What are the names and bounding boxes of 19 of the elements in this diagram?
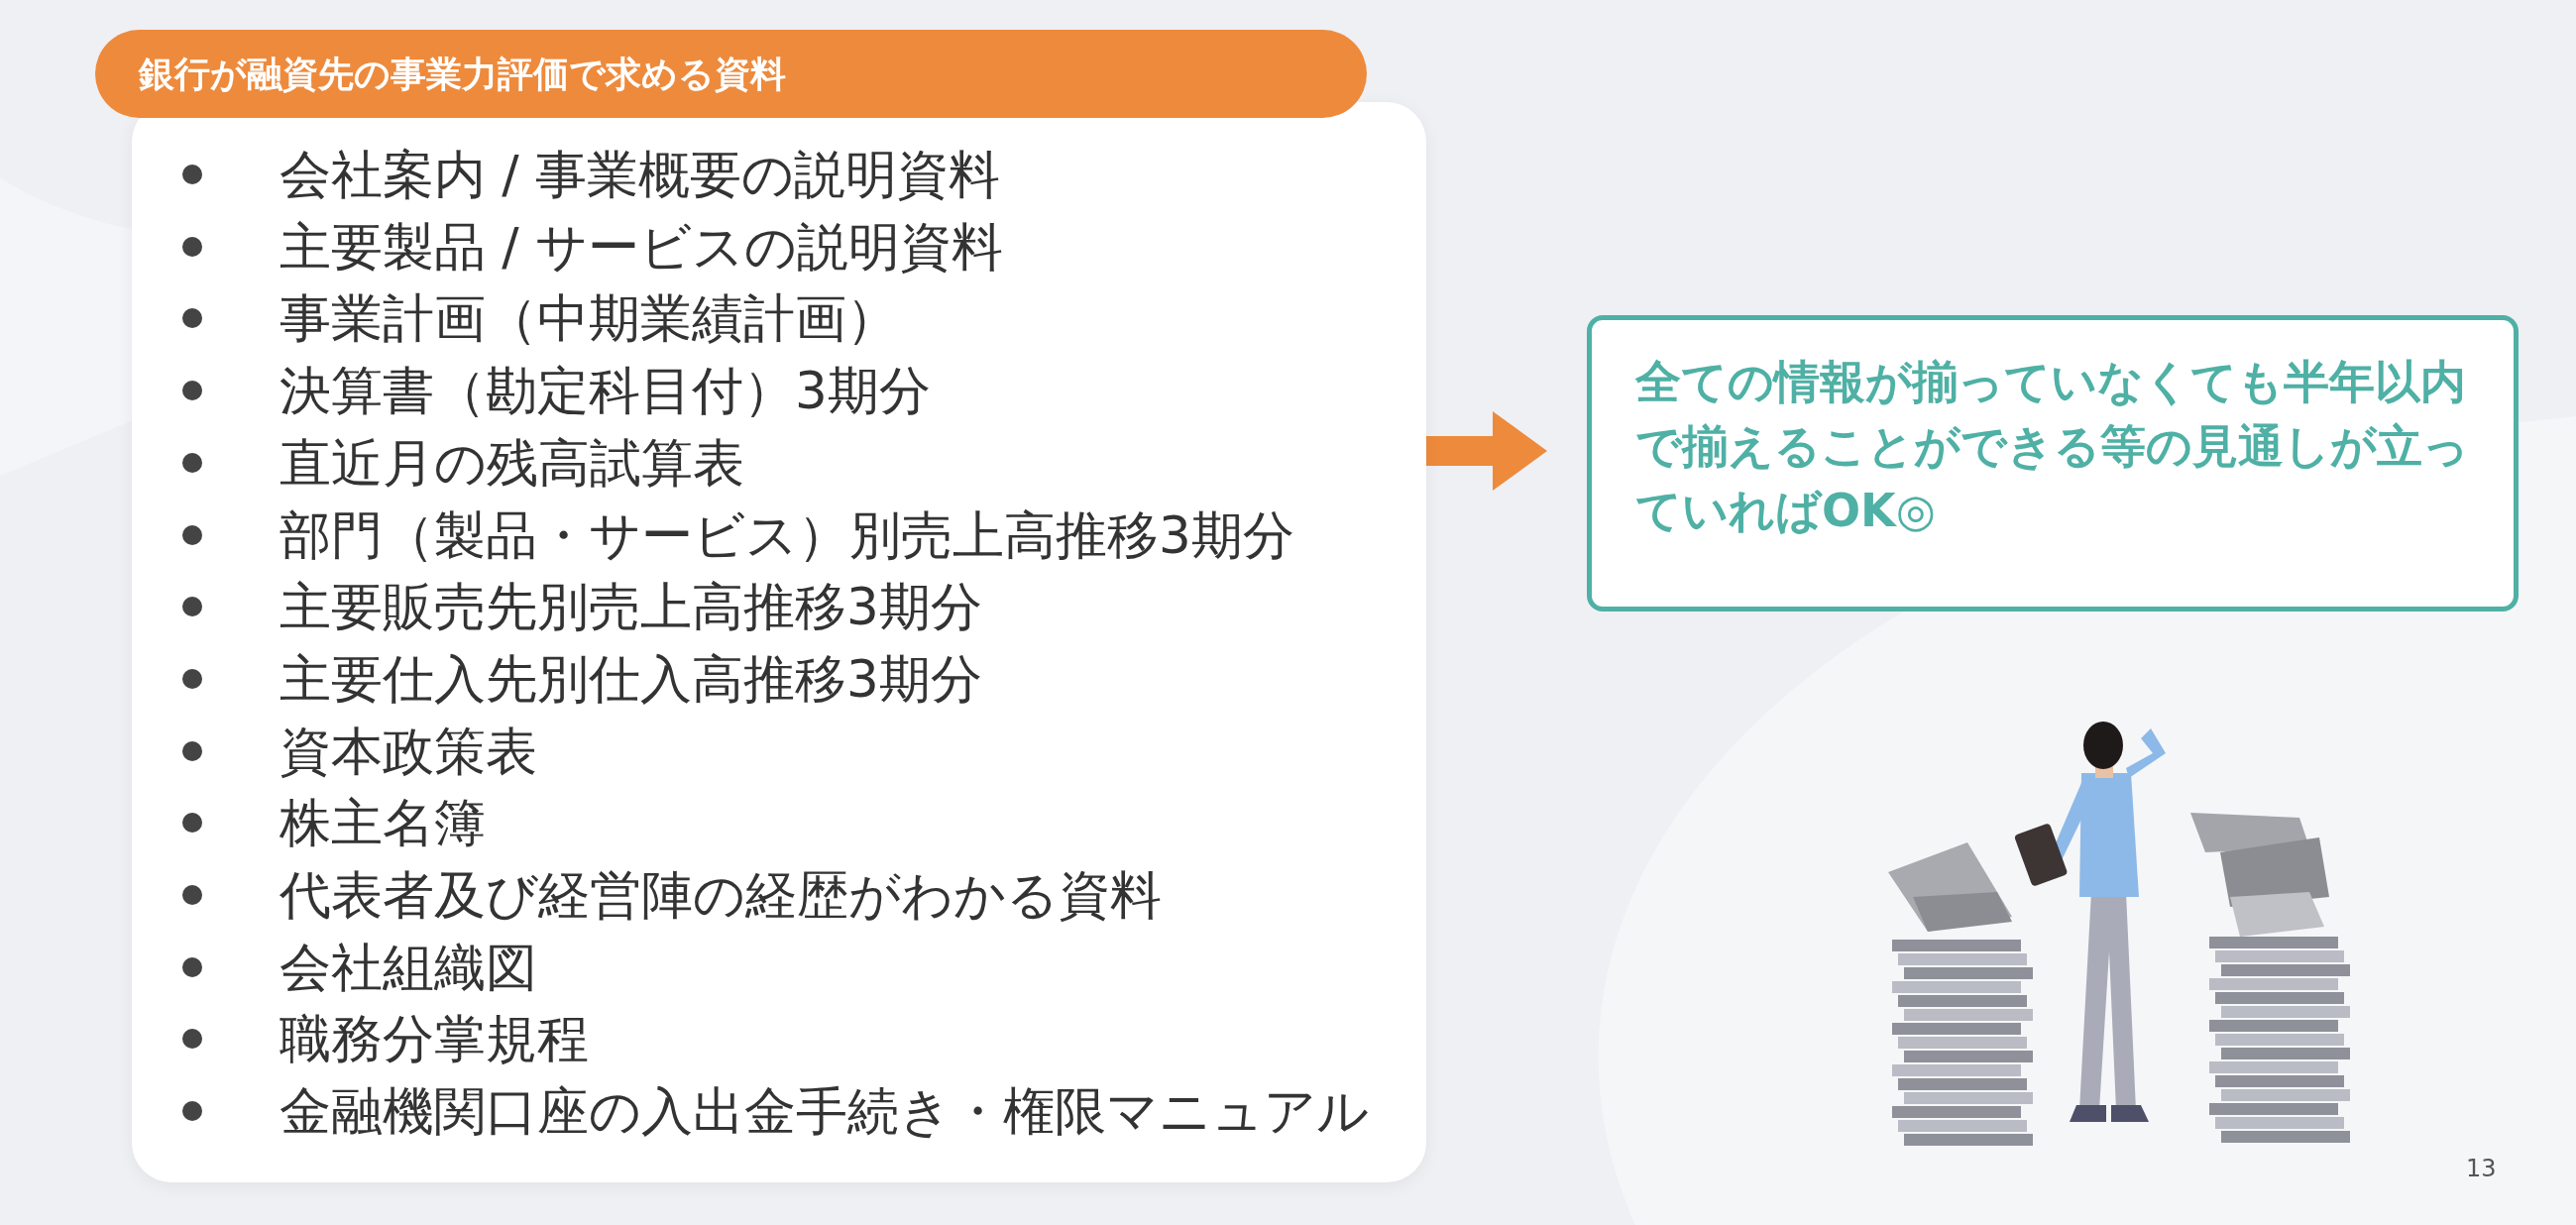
page-number: 13 xyxy=(2466,1155,2497,1182)
list-item: 会社組織図 xyxy=(280,936,537,999)
list-item: 部門（製品・サービス）別売上高推移3期分 xyxy=(280,503,1294,567)
list-item: 会社案内 / 事業概要の説明資料 xyxy=(280,144,1001,206)
list-item: 主要製品 / サービスの説明資料 xyxy=(280,215,1004,278)
arrow xyxy=(1426,411,1547,491)
note-text: 全ての情報が揃っていなくても半年以内で揃えることができる等の見通しが立っていればOK◎ xyxy=(1635,354,2470,539)
note-box xyxy=(1587,315,2519,612)
list-item: 決算書（勘定科目付）3期分 xyxy=(280,360,931,423)
list-item: 代表者及び経営陣の経歴がわかる資料 xyxy=(280,864,1162,927)
list-item: 主要仕入先別仕入高推移3期分 xyxy=(280,647,982,711)
list-item: 資本政策表 xyxy=(280,720,537,783)
list-item: 事業計画（中期業績計画） xyxy=(280,287,898,351)
list-item: 株主名簿 xyxy=(280,792,486,855)
list-item: 金融機関口座の入出金手続き・権限マニュアル xyxy=(280,1080,1369,1144)
list-item: 職務分掌規程 xyxy=(280,1008,589,1071)
heading-tab: 銀行が融資先の事業力評価で求める資料 xyxy=(95,30,1367,118)
list-item: 主要販売先別売上高推移3期分 xyxy=(280,576,982,639)
list-item: 直近月の残高試算表 xyxy=(280,431,744,495)
